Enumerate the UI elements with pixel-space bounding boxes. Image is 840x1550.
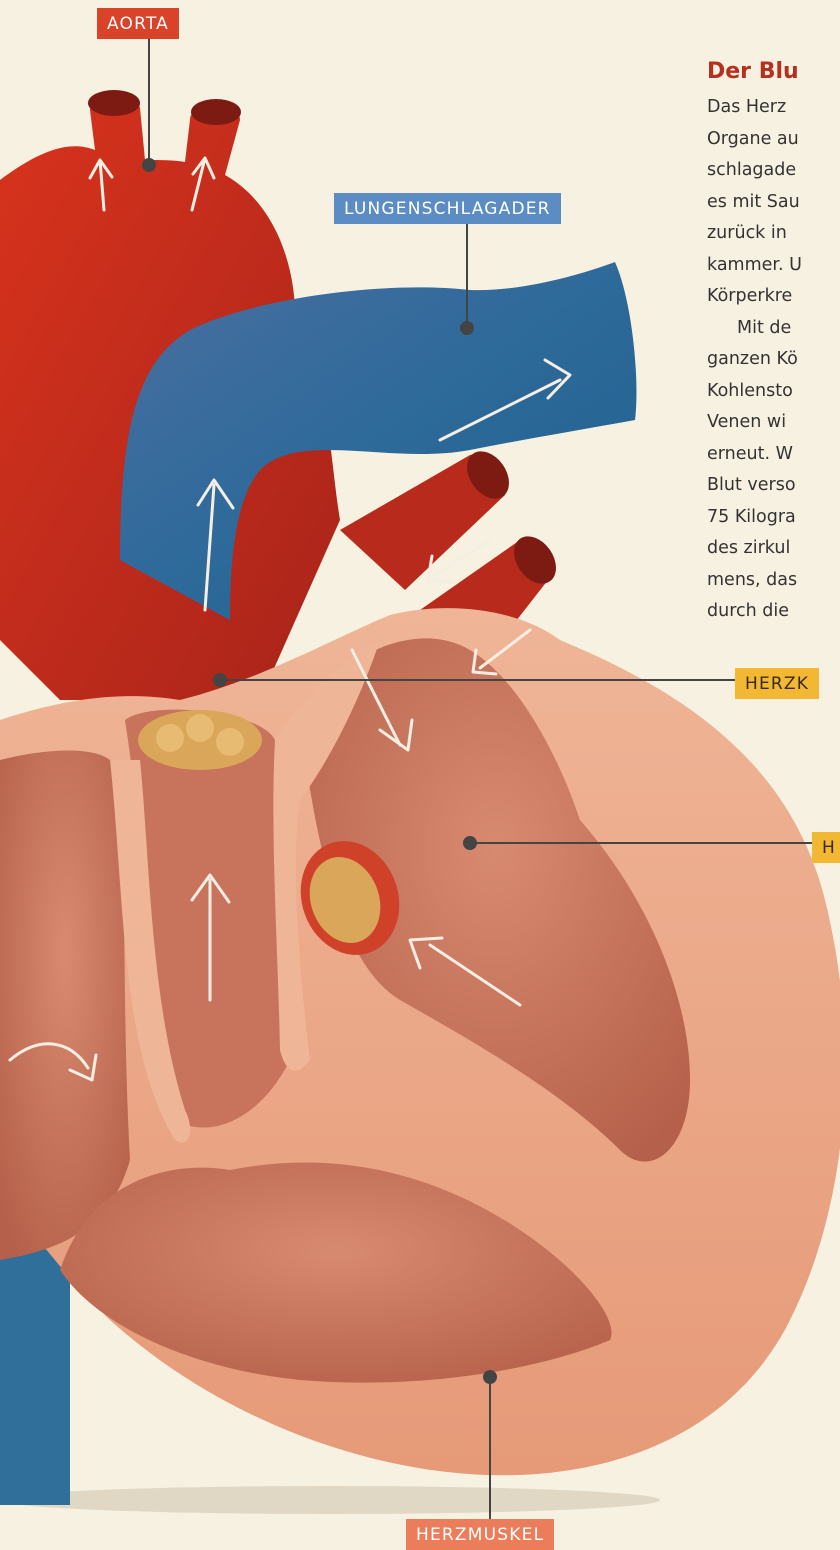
article-line: ganzen Kö <box>707 344 840 376</box>
article-line: schlagade <box>707 155 840 187</box>
dot-herzk <box>214 674 226 686</box>
dot-aorta <box>143 159 155 171</box>
aortic-valve-leaf-1 <box>156 724 184 752</box>
article-line: Körperkre <box>707 281 840 313</box>
article-line: Kohlensto <box>707 376 840 408</box>
ground-shadow <box>0 1486 660 1514</box>
label-heart-muscle: HERZMUSKEL <box>406 1519 554 1550</box>
article-line: Organe au <box>707 124 840 156</box>
article-line: zurück in <box>707 218 840 250</box>
aorta-branch-2-opening <box>191 99 241 125</box>
article-text-column: Der Blu Das Herz Organe au schlagade es … <box>707 58 840 628</box>
article-line: es mit Sau <box>707 187 840 219</box>
article-line: kammer. U <box>707 250 840 282</box>
article-body: Das Herz Organe au schlagade es mit Sau … <box>707 92 840 628</box>
article-line: mens, das <box>707 565 840 597</box>
article-line: erneut. W <box>707 439 840 471</box>
label-h: H <box>812 832 840 863</box>
aorta-branch-1-opening <box>88 90 140 116</box>
article-line: 75 Kilogra <box>707 502 840 534</box>
label-pulmonary-artery: LUNGENSCHLAGADER <box>334 193 561 224</box>
label-aorta: AORTA <box>97 8 179 39</box>
aortic-valve-leaf-3 <box>216 728 244 756</box>
article-line: Das Herz <box>707 92 840 124</box>
article-line: Blut verso <box>707 470 840 502</box>
dot-lung <box>461 322 473 334</box>
label-heart-valve: HERZK <box>735 668 819 699</box>
aortic-valve-leaf-2 <box>186 714 214 742</box>
article-line: Mit de <box>707 313 840 345</box>
right-atrium <box>0 751 130 1260</box>
article-line: des zirkul <box>707 533 840 565</box>
article-line: durch die <box>707 596 840 628</box>
article-title: Der Blu <box>707 58 840 86</box>
dot-h <box>464 837 476 849</box>
dot-muscle <box>484 1371 496 1383</box>
article-line: Venen wi <box>707 407 840 439</box>
